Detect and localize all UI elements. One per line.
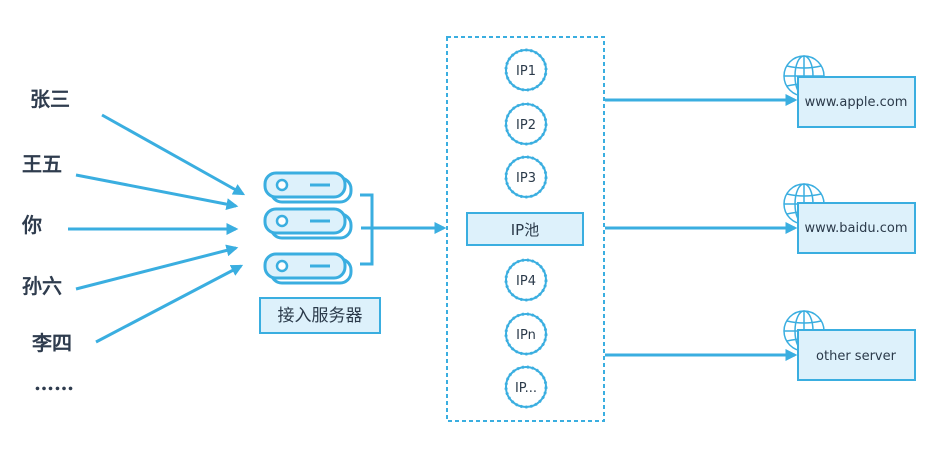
user-arrows bbox=[68, 113, 246, 344]
ip-circle-more: IP... bbox=[504, 365, 548, 409]
arrow-lisi bbox=[95, 264, 244, 344]
target-label-apple: www.apple.com bbox=[805, 95, 908, 110]
target-arrows bbox=[605, 94, 798, 361]
ip-label: IP3 bbox=[516, 171, 536, 186]
ip-pool-box: IP池 bbox=[466, 212, 584, 246]
target-label-baidu: www.baidu.com bbox=[804, 221, 907, 236]
user-label-sunliu: 孙六 bbox=[22, 274, 62, 298]
ip-pool-label: IP池 bbox=[511, 221, 539, 239]
target-label-other: other server bbox=[816, 349, 897, 364]
target-server-apple: www.apple.com bbox=[783, 55, 916, 128]
user-label-lisi: 李四 bbox=[31, 331, 72, 355]
ip-circle-2: IP2 bbox=[504, 102, 548, 146]
ip-circle-3: IP3 bbox=[504, 155, 548, 199]
user-label-zhangsan: 张三 bbox=[30, 87, 70, 111]
ip-label: IP2 bbox=[516, 118, 536, 133]
server-unit-middle bbox=[263, 207, 353, 240]
target-server-other: other server bbox=[783, 310, 916, 381]
server-bracket-connector bbox=[360, 193, 447, 266]
ip-label: IP4 bbox=[516, 274, 536, 289]
server-unit-top bbox=[263, 171, 353, 204]
server-stack-icon bbox=[263, 171, 353, 285]
user-label-ellipsis: …… bbox=[34, 371, 74, 395]
access-server-label: 接入服务器 bbox=[278, 306, 363, 326]
arrow-sunliu bbox=[75, 244, 239, 291]
ip-pool-container bbox=[446, 36, 605, 422]
user-label-ni: 你 bbox=[21, 213, 42, 237]
access-server-label-box: 接入服务器 bbox=[259, 297, 381, 334]
target-server-baidu: www.baidu.com bbox=[783, 183, 916, 254]
ip-label: IP1 bbox=[516, 64, 536, 79]
ip-circle-4: IP4 bbox=[504, 258, 548, 302]
server-unit-bottom bbox=[263, 252, 353, 285]
arrow-zhangsan bbox=[101, 113, 246, 196]
user-label-wangwu: 王五 bbox=[22, 152, 62, 176]
arrow-wangwu bbox=[75, 173, 239, 211]
ip-circle-n: IPn bbox=[504, 312, 548, 356]
ip-label: IPn bbox=[516, 328, 536, 343]
ip-label: IP... bbox=[515, 381, 537, 396]
ip-circle-1: IP1 bbox=[504, 48, 548, 92]
